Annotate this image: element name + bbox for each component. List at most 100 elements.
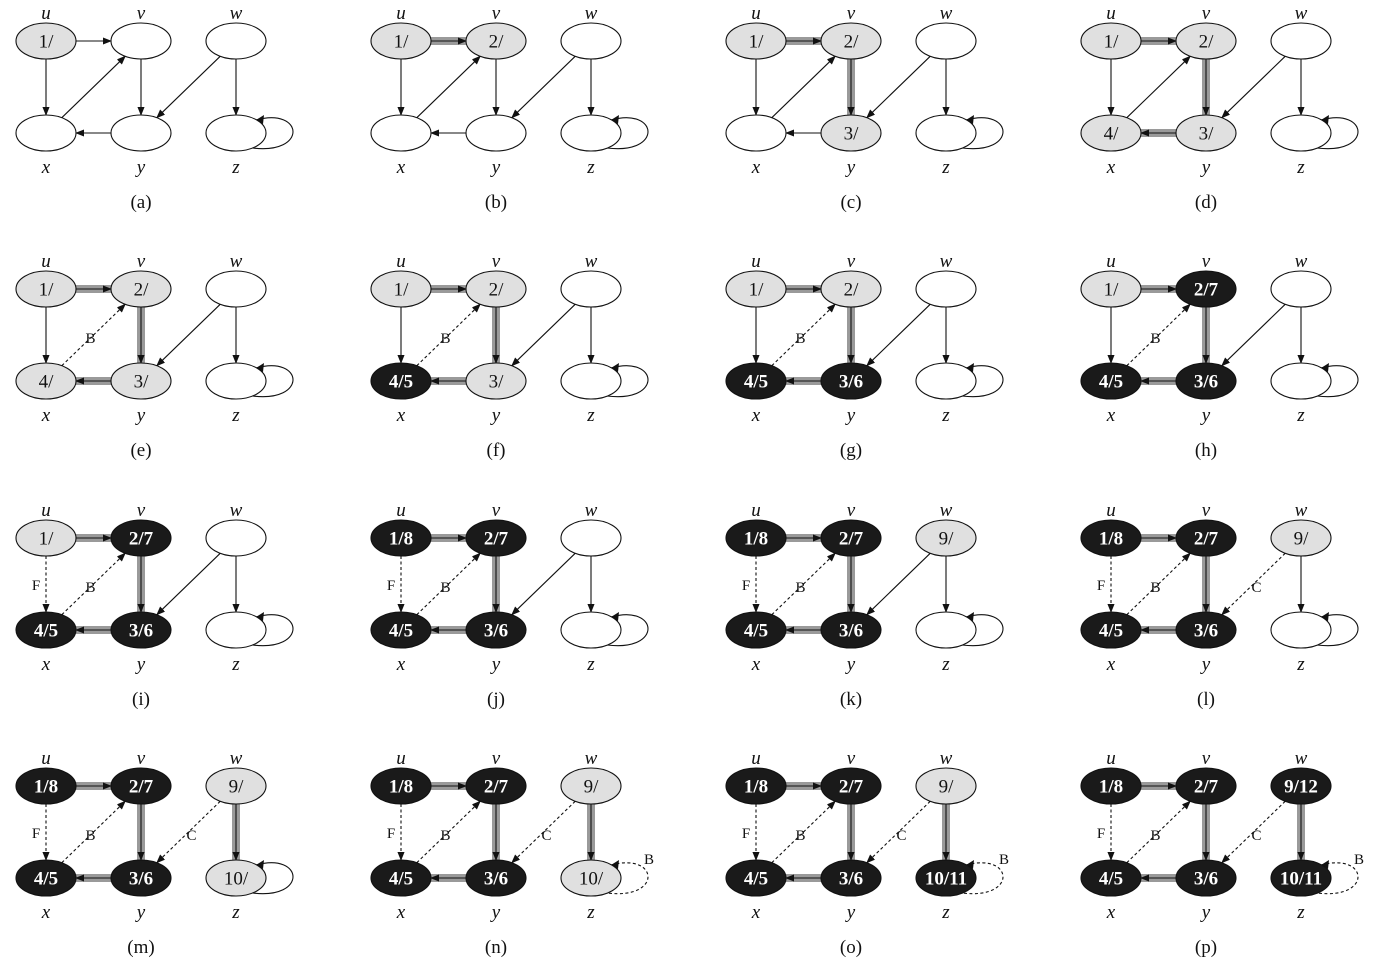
edge-label-zz: B — [999, 852, 1009, 868]
vertex-name-u: u — [751, 748, 761, 769]
vertex-name-z: z — [586, 654, 595, 675]
node-label-u: 1/8 — [389, 777, 413, 798]
panel-caption: (o) — [840, 937, 862, 958]
vertex-name-w: w — [1295, 3, 1308, 24]
node-z — [1270, 859, 1332, 897]
node-w — [205, 270, 267, 308]
vertex-name-u: u — [751, 3, 761, 24]
node-v — [1175, 519, 1237, 557]
edge-wy — [866, 303, 931, 367]
node-label-u: 1/ — [39, 529, 55, 550]
edge-xv — [61, 55, 126, 119]
vertex-name-w: w — [940, 3, 953, 24]
node-z — [1270, 611, 1332, 649]
edge-xv — [771, 55, 836, 119]
edge-zz-self-loop — [961, 614, 1004, 647]
node-label-x: 4/ — [1104, 124, 1120, 145]
node-label-v: 2/7 — [129, 777, 154, 798]
node-x — [1080, 859, 1142, 897]
edge-label-ux: F — [1097, 826, 1105, 842]
vertex-name-w: w — [585, 3, 598, 24]
node-u — [725, 22, 787, 60]
vertex-name-y: y — [135, 405, 146, 426]
edge-zz-self-loop — [1316, 862, 1359, 895]
vertex-name-v: v — [137, 251, 146, 272]
panel-caption: (f) — [487, 440, 506, 461]
edge-label-wy: C — [896, 828, 906, 844]
node-z — [915, 362, 977, 400]
node-label-x: 4/5 — [744, 869, 768, 890]
vertex-name-x: x — [396, 157, 406, 178]
vertex-name-u: u — [41, 748, 51, 769]
vertex-name-y: y — [490, 405, 501, 426]
edge-label-ux: F — [1097, 578, 1105, 594]
node-x — [370, 611, 432, 649]
vertex-name-v: v — [492, 500, 501, 521]
edge-label-ux: F — [742, 578, 750, 594]
self-loop-arrowhead — [611, 363, 619, 372]
vertex-name-u: u — [396, 3, 406, 24]
vertex-name-u: u — [1106, 500, 1116, 521]
node-label-w: 9/ — [229, 777, 245, 798]
node-x — [15, 362, 77, 400]
node-label-x: 4/5 — [389, 621, 413, 642]
node-label-y: 3/ — [844, 124, 860, 145]
node-label-u: 1/ — [39, 280, 55, 301]
edge-wy — [156, 800, 221, 864]
self-loop-arrowhead — [611, 115, 619, 124]
vertex-name-y: y — [845, 157, 856, 178]
panel-caption: (h) — [1195, 440, 1217, 461]
panel-caption: (j) — [487, 689, 505, 710]
vertex-name-y: y — [1200, 157, 1211, 178]
node-w — [560, 270, 622, 308]
node-label-v: 2/ — [489, 280, 505, 301]
vertex-name-z: z — [231, 902, 240, 923]
node-x — [725, 114, 787, 152]
edge-zz-self-loop — [1316, 614, 1359, 647]
node-v — [820, 767, 882, 805]
edge-xv — [771, 552, 836, 616]
node-label-w: 9/ — [1294, 529, 1310, 550]
edge-xv — [771, 800, 836, 864]
vertex-name-z: z — [1296, 157, 1305, 178]
node-label-w: 9/ — [939, 529, 955, 550]
node-u — [1080, 270, 1142, 308]
node-u — [370, 22, 432, 60]
vertex-name-x: x — [751, 902, 761, 923]
node-y — [1175, 114, 1237, 152]
vertex-name-v: v — [1202, 748, 1211, 769]
node-label-u: 1/ — [749, 280, 765, 301]
vertex-name-u: u — [41, 251, 51, 272]
edge-zz-self-loop — [251, 862, 294, 895]
edge-xv — [1126, 55, 1191, 119]
node-label-x: 4/5 — [389, 372, 413, 393]
node-w — [1270, 22, 1332, 60]
panel-caption: (n) — [485, 937, 507, 958]
node-y — [465, 611, 527, 649]
vertex-name-v: v — [137, 748, 146, 769]
vertex-name-y: y — [845, 405, 856, 426]
edge-zz-self-loop — [251, 614, 294, 647]
edge-label-zz: B — [1354, 852, 1364, 868]
vertex-name-y: y — [845, 654, 856, 675]
node-label-y: 3/6 — [484, 869, 508, 890]
panel-caption: (p) — [1195, 937, 1217, 958]
edge-wy — [866, 800, 931, 864]
node-label-u: 1/ — [1104, 280, 1120, 301]
node-w — [915, 270, 977, 308]
node-label-x: 4/5 — [1099, 621, 1123, 642]
panel-caption: (i) — [132, 689, 150, 710]
edge-xv — [1126, 552, 1191, 616]
node-label-v: 2/ — [844, 280, 860, 301]
edge-label-ux: F — [742, 826, 750, 842]
edge-label-xv: B — [1150, 331, 1160, 347]
node-v — [465, 519, 527, 557]
edge-wy — [511, 552, 576, 616]
edge-label-zz: B — [644, 852, 654, 868]
node-y — [820, 114, 882, 152]
vertex-name-w: w — [230, 500, 243, 521]
vertex-name-x: x — [1106, 157, 1116, 178]
edge-label-xv: B — [1150, 580, 1160, 596]
